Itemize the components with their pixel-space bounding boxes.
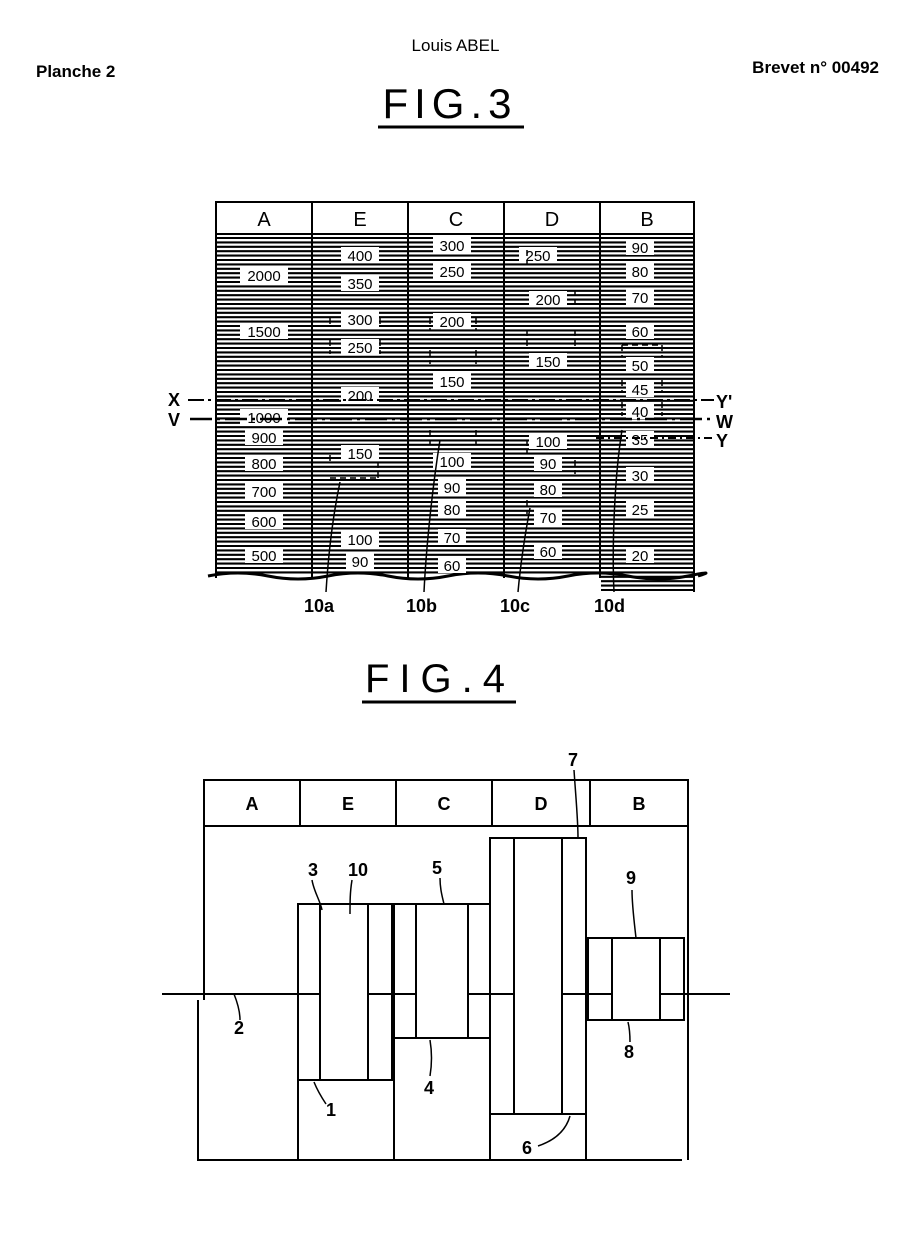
ref-2: 2 (234, 1018, 244, 1038)
fig3-header-row (215, 201, 695, 235)
fig4-column-header-B: B (633, 794, 646, 814)
label-x: X (168, 390, 180, 410)
fig3-scale-label: 300 (439, 238, 464, 255)
ref-10b: 10b (406, 596, 437, 616)
fig3-scale-label: 100 (439, 454, 464, 471)
fig3-scale-label: 350 (347, 276, 372, 293)
ref-6: 6 (522, 1138, 532, 1158)
fig3-scale-label: 60 (444, 558, 461, 575)
label-y-prime: Y' (716, 392, 732, 412)
ref-9: 9 (626, 868, 636, 888)
ref-3: 3 (308, 860, 318, 880)
fig3-scale-label: 40 (632, 404, 649, 421)
patent-number: Brevet n° 00492 (752, 58, 879, 77)
label-w: W (716, 412, 733, 432)
sheet-number: Planche 2 (36, 62, 116, 81)
fig3-column-header-B: B (640, 209, 653, 231)
fig3-scale-label: 500 (251, 548, 276, 565)
fig3-scale-label: 35 (632, 432, 649, 449)
fig3-scale-label: 600 (251, 514, 276, 531)
fig3-column-header-C: C (449, 209, 463, 231)
fig3-scale-label: 100 (535, 434, 560, 451)
label-y: Y (716, 431, 728, 451)
fig3-scale-label: 150 (347, 446, 372, 463)
fig4-title: FIG.4 (365, 657, 515, 701)
fig3-scale-label: 250 (525, 248, 550, 265)
author-name: Louis ABEL (411, 36, 500, 55)
fig3-scale-label: 60 (632, 324, 649, 341)
fig3-scale-label: 400 (347, 248, 372, 265)
fig3-column-header-A: A (257, 209, 271, 231)
ref-10a: 10a (304, 596, 335, 616)
fig3-scale-label: 200 (347, 388, 372, 405)
fig3-scale-label: 200 (535, 292, 560, 309)
fig3-scale-label: 800 (251, 456, 276, 473)
fig3-scale-label: 90 (540, 456, 557, 473)
label-v: V (168, 410, 180, 430)
fig3-title: FIG.3 (382, 80, 517, 127)
fig3-scale-label: 45 (632, 382, 649, 399)
fig4-block-d (489, 837, 587, 1115)
fig3-scale-label: 250 (347, 340, 372, 357)
fig3-scale-label: 80 (540, 482, 557, 499)
fig3-scale-label: 80 (632, 264, 649, 281)
fig4-block-c (393, 903, 491, 1039)
fig3-scale-label: 2000 (247, 268, 280, 285)
ref-10d: 10d (594, 596, 625, 616)
fig3-scale-label: 300 (347, 312, 372, 329)
fig4-block-e (297, 903, 393, 1081)
fig4-column-header-C: C (438, 794, 451, 814)
fig4-leaders (233, 769, 637, 1147)
ref-10: 10 (348, 860, 368, 880)
fig3-scale-label: 20 (632, 548, 649, 565)
fig3-column-header-D: D (545, 209, 559, 231)
fig3-scale-label: 150 (439, 374, 464, 391)
fig3-scale-label: 70 (540, 510, 557, 527)
fig3-scale-label: 90 (632, 240, 649, 257)
fig3-scale-label: 30 (632, 468, 649, 485)
fig3-scale-labels: 2000150010009008007006005004003503002502… (240, 237, 654, 575)
fig3-scale-label: 1500 (247, 324, 280, 341)
fig3-scale-label: 700 (251, 484, 276, 501)
fig3-scale-label: 100 (347, 532, 372, 549)
fig3-leaders (325, 429, 623, 593)
fig3-column-header-E: E (353, 209, 366, 231)
fig3-scale-label: 60 (540, 544, 557, 561)
ref-7: 7 (568, 750, 578, 770)
ref-10c: 10c (500, 596, 530, 616)
fig3-scale-label: 25 (632, 502, 649, 519)
fig3-scale-label: 50 (632, 358, 649, 375)
fig4-column-header-E: E (342, 794, 354, 814)
fig3-scale-label: 150 (535, 354, 560, 371)
fig4-column-header-A: A (246, 794, 259, 814)
fig4-block-b (587, 937, 685, 1021)
fig3-scale-label: 90 (352, 554, 369, 571)
fig3-scale-label: 90 (444, 480, 461, 497)
fig3-scale-label: 250 (439, 264, 464, 281)
fig3-scale-label: 200 (439, 314, 464, 331)
fig3-scale-label: 900 (251, 430, 276, 447)
fig3-bracket-marks (329, 250, 663, 514)
fig3-scale-label: 70 (444, 530, 461, 547)
ref-8: 8 (624, 1042, 634, 1062)
ref-4: 4 (424, 1078, 434, 1098)
fig3-index-lines (188, 399, 714, 439)
fig3-scale-label: 80 (444, 502, 461, 519)
fig3-scale-label: 70 (632, 290, 649, 307)
fig4-column-header-D: D (535, 794, 548, 814)
ref-5: 5 (432, 858, 442, 878)
ref-1: 1 (326, 1100, 336, 1120)
